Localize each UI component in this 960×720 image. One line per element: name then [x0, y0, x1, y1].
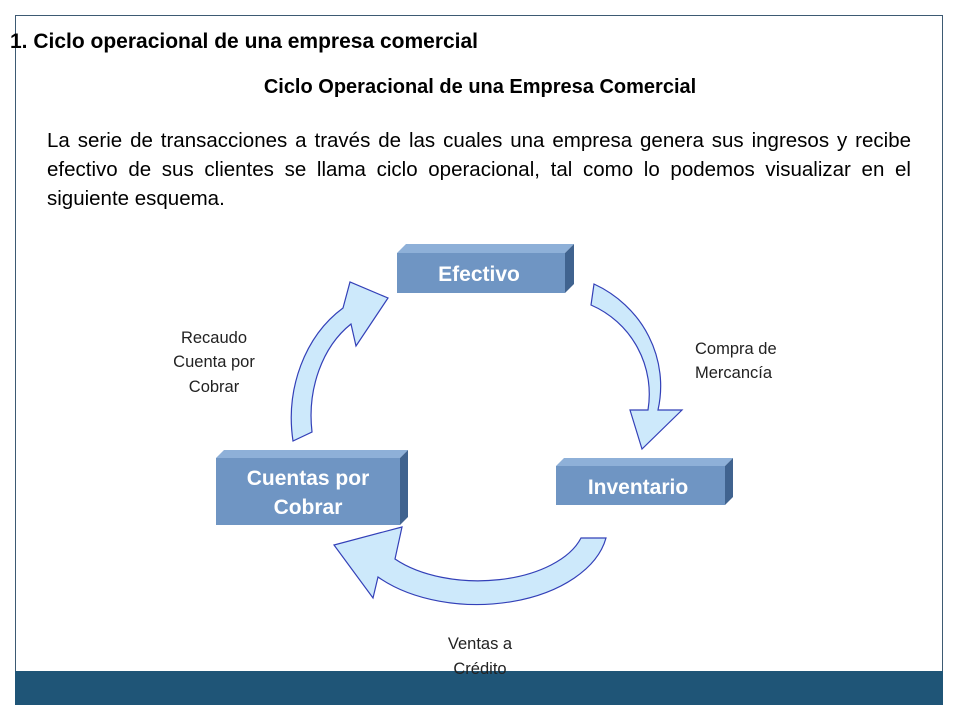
node-efectivo: Efectivo — [397, 244, 574, 293]
edge-ventas-label-line1: Ventas a — [448, 635, 513, 653]
node-cuentas-label-line1: Cuentas por — [247, 467, 370, 490]
edge-recaudo-label-line3: Cobrar — [189, 378, 240, 396]
slide-subtitle: Ciclo Operacional de una Empresa Comerci… — [263, 76, 697, 98]
node-inventario: Inventario — [556, 458, 733, 505]
slide-heading: 1. Ciclo operacional de una empresa come… — [10, 30, 479, 53]
node-efectivo-label: Efectivo — [438, 263, 520, 286]
node-cuentas-label-line2: Cobrar — [274, 496, 343, 519]
node-cuentas-por-cobrar: Cuentas por Cobrar — [216, 450, 408, 525]
arrow-compra — [590, 283, 684, 451]
edge-recaudo-label-line2: Cuenta por — [173, 353, 255, 371]
footer-bar — [15, 671, 943, 705]
intro-paragraph: La serie de transacciones a través de la… — [47, 129, 911, 210]
edge-compra-label-line1: Compra de — [695, 340, 777, 358]
edge-compra-label-line2: Mercancía — [695, 364, 773, 382]
edge-recaudo-label-line1: Recaudo — [181, 329, 247, 347]
node-inventario-label: Inventario — [588, 476, 688, 499]
arrow-recaudo — [290, 281, 389, 442]
edge-ventas-label-line2: Crédito — [453, 660, 506, 678]
arrow-ventas — [332, 526, 607, 606]
